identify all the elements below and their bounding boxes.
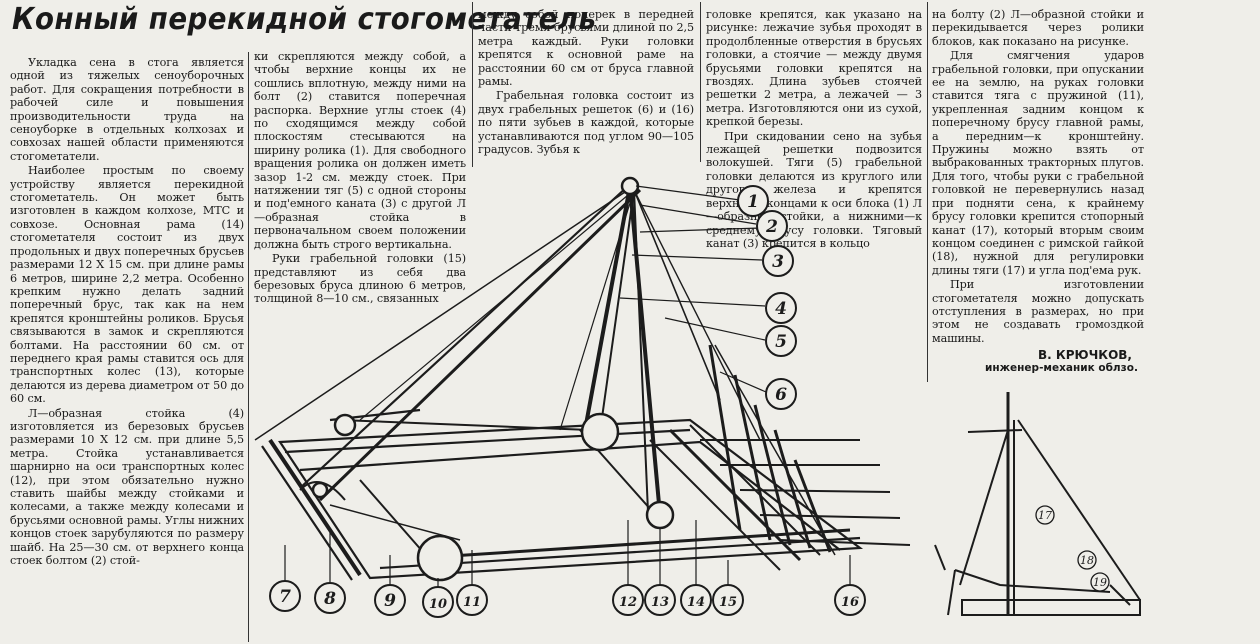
callout-label-7: 7 — [279, 587, 291, 607]
column-rule — [472, 2, 473, 167]
side-view-drawing — [934, 392, 1141, 616]
paragraph: Грабельная головка состоит из двух грабе… — [478, 89, 694, 157]
column-rule — [927, 2, 928, 382]
callout-label-11: 11 — [463, 595, 481, 610]
callout-label-5: 5 — [775, 332, 787, 352]
paragraph: Наиболее простым по своему устройству яв… — [10, 164, 244, 406]
callout-label-18: 18 — [1080, 554, 1094, 567]
column-rule — [700, 2, 701, 162]
callout-label-3: 3 — [772, 252, 784, 272]
article-column-1: Укладка сена в стога является одной из т… — [10, 56, 244, 568]
paragraph: на болту (2) Л—образной стойки и перекид… — [932, 8, 1144, 48]
callout-label-19: 19 — [1093, 576, 1107, 589]
paragraph: Руки грабельной головки (15) представляю… — [254, 252, 466, 306]
callout-label-10: 10 — [429, 597, 447, 612]
callout-label-1: 1 — [747, 192, 759, 212]
callout-label-2: 2 — [765, 217, 778, 237]
side-view-callouts — [1035, 505, 1110, 592]
article-column-2: ки скрепляются между собой, а чтобы верх… — [254, 50, 466, 307]
machine-frame — [254, 185, 911, 581]
transport-wheel — [416, 534, 464, 582]
article-title: Конный перекидной стогометатель — [12, 2, 597, 37]
article-column-5: на болту (2) Л—образной стойки и перекид… — [932, 8, 1144, 346]
paragraph: головке крепятся, как указано на рисунке… — [706, 8, 922, 129]
callout-label-6: 6 — [775, 385, 787, 405]
side-view-labels: 17 18 19 — [1038, 509, 1107, 589]
roller-wheel — [333, 413, 357, 437]
paragraph: Для смягчения ударов грабельной головки,… — [932, 49, 1144, 277]
paragraph: между собой поперек в передней части тре… — [478, 8, 694, 89]
column-rule — [248, 52, 249, 642]
callout-label-16: 16 — [841, 595, 859, 610]
callout-label-4: 4 — [775, 299, 787, 319]
paragraph: Л—образная стойка (4) изготовляется из б… — [10, 406, 244, 568]
paragraph: При изготовлении стогометателя можно доп… — [932, 278, 1144, 345]
pulley-wheel — [620, 176, 640, 196]
transport-wheel — [580, 412, 620, 452]
paragraph: ки скрепляются между собой, а чтобы верх… — [254, 50, 466, 251]
transport-wheel — [645, 500, 675, 530]
article-column-3: между собой поперек в передней части тре… — [478, 8, 694, 157]
callout-label-9: 9 — [384, 591, 396, 611]
callout-label-12: 12 — [619, 595, 637, 610]
callout-circles — [269, 185, 866, 618]
callout-numbers: 1 2 3 4 5 6 7 8 9 10 11 12 13 14 15 16 — [279, 192, 859, 612]
roller-wheel — [311, 481, 329, 499]
author-role: инженер-механик облзо. — [985, 362, 1138, 374]
callout-label-8: 8 — [323, 589, 336, 609]
callout-label-15: 15 — [719, 595, 737, 610]
paragraph: Укладка сена в стога является одной из т… — [10, 56, 244, 163]
callout-label-14: 14 — [687, 595, 705, 610]
author-name: В. КРЮЧКОВ, — [1038, 348, 1132, 362]
callout-label-13: 13 — [651, 595, 669, 610]
wheels — [311, 176, 675, 582]
callout-label-17: 17 — [1038, 509, 1052, 522]
